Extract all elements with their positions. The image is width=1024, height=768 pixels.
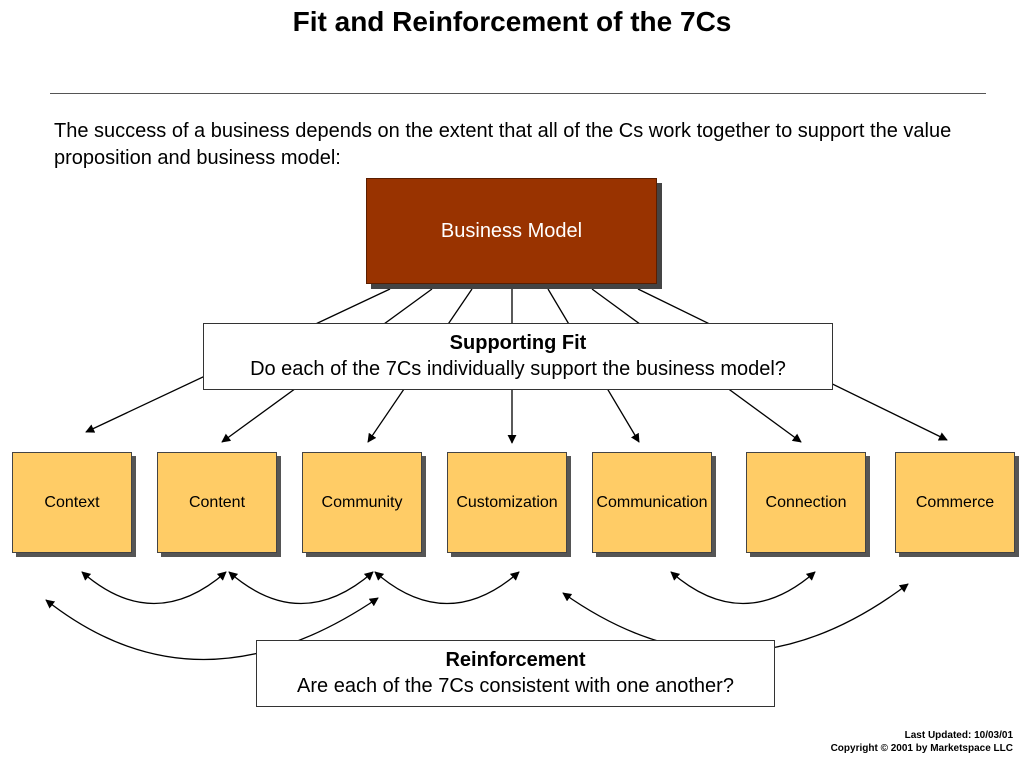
reinforcement-callout: Reinforcement Are each of the 7Cs consis… [256, 640, 775, 707]
reinforcement-heading: Reinforcement [445, 649, 586, 671]
c-box-community: Community [302, 452, 422, 553]
c-label: Content [188, 493, 246, 511]
reinforcement-question: Are each of the 7Cs consistent with one … [297, 675, 734, 697]
reinforce-arc-communication-connection [670, 571, 816, 605]
footer: Last Updated: 10/03/01 Copyright © 2001 … [831, 729, 1013, 755]
reinforce-arc-context-community [45, 597, 379, 661]
c-box-customization: Customization [447, 452, 567, 553]
c-label: Connection [765, 493, 847, 511]
c-label: Context [44, 493, 100, 511]
c-label: Customization [456, 493, 558, 511]
reinforce-arc-community-customization [374, 571, 520, 605]
c-label: Commerce [915, 493, 995, 511]
c-label: Community [321, 493, 403, 511]
slide-title: Fit and Reinforcement of the 7Cs [292, 6, 732, 37]
title-divider [50, 93, 986, 94]
supporting-fit-callout: Supporting Fit Do each of the 7Cs indivi… [203, 323, 833, 390]
c-box-connection: Connection [746, 452, 866, 553]
c-box-content: Content [157, 452, 277, 553]
c-box-communication: Communication [592, 452, 712, 553]
supporting-fit-heading: Supporting Fit [449, 332, 587, 354]
reinforce-arc-content-community [228, 571, 374, 605]
intro-text: The success of a business depends on the… [54, 120, 952, 169]
business-model-label: Business Model [440, 219, 583, 242]
last-updated-text: Last Updated: 10/03/01 [904, 730, 1013, 741]
c-label: Communication [596, 493, 708, 511]
c-box-commerce: Commerce [895, 452, 1015, 553]
supporting-fit-question: Do each of the 7Cs individually support … [250, 358, 786, 380]
c-box-context: Context [12, 452, 132, 553]
reinforce-arc-context-content [81, 571, 227, 605]
business-model-box: Business Model [366, 178, 657, 284]
copyright-text: Copyright © 2001 by Marketspace LLC [830, 743, 1013, 754]
